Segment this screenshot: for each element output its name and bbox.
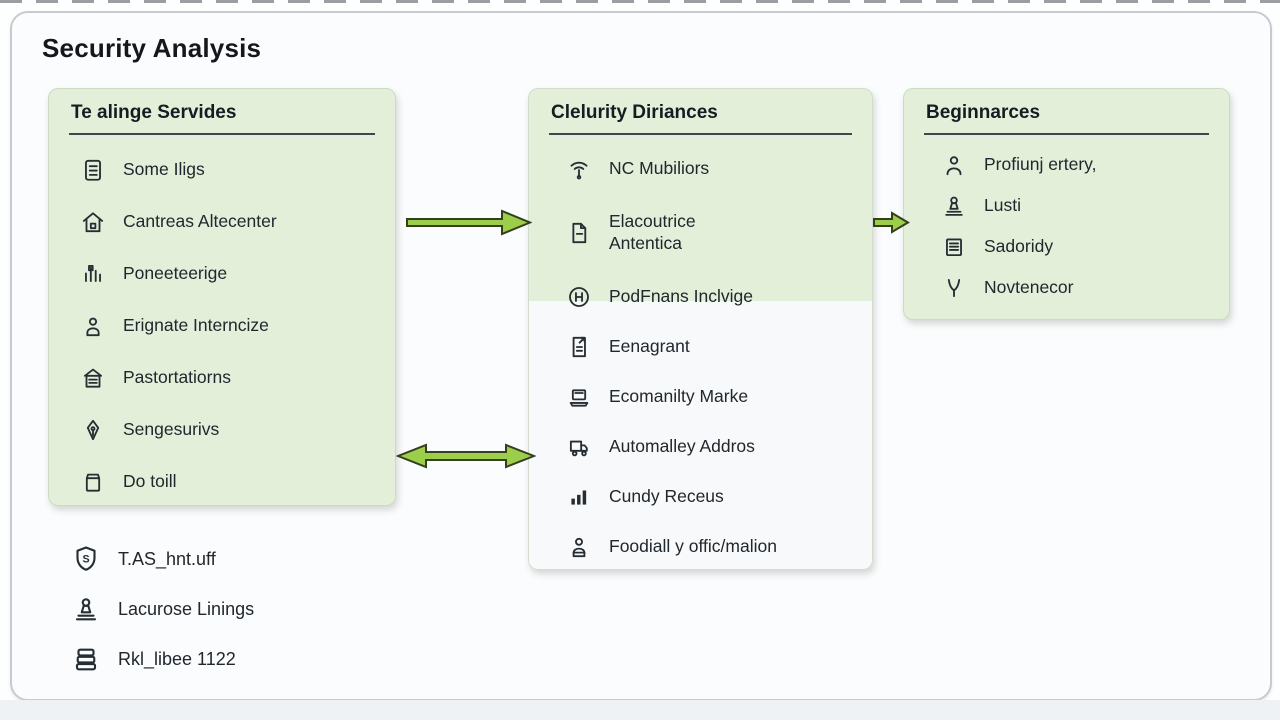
item-label: PodFnans Inclvige (609, 286, 753, 307)
person-lines-icon (565, 534, 592, 561)
list-item: Foodiall y offic/malion (565, 522, 852, 572)
list-item: Cundy Receus (565, 472, 852, 522)
panel-header: Te alinge Servides (69, 89, 375, 135)
item-label: Pastortatiorns (123, 367, 231, 388)
wifi-pin-icon (565, 156, 592, 183)
item-label: Profiunj ertery, (984, 153, 1097, 174)
arrow-left-to-middle (406, 209, 532, 236)
legend-item: S T.AS_hnt.uff (70, 534, 254, 584)
item-label: Elacoutrice Antentica (609, 211, 696, 253)
list-item: Sadoridy (940, 226, 1209, 267)
item-label: Foodiall y offic/malion (609, 536, 777, 557)
item-label: Lusti (984, 194, 1021, 215)
list-item: Profiunj ertery, (940, 144, 1209, 185)
item-label: Some Iligs (123, 159, 205, 180)
panel-header: Beginnarces (924, 89, 1209, 135)
list-item: Sengesurivs (79, 404, 375, 456)
svg-text:S: S (82, 553, 89, 565)
item-label: Novtenecor (984, 276, 1074, 297)
item-label: T.AS_hnt.uff (118, 548, 216, 569)
document-icon (565, 220, 592, 247)
item-label: Cundy Receus (609, 486, 724, 507)
item-label: Do toill (123, 471, 177, 492)
panel-header: Clelurity Diriances (549, 89, 852, 135)
top-dashed-border (0, 0, 1280, 3)
wishbone-icon (940, 274, 967, 301)
item-label: NC Mubiliors (609, 158, 710, 179)
item-label: Cantreas Altecenter (123, 211, 277, 232)
storefront-icon (79, 365, 106, 392)
stamp-icon (70, 593, 102, 625)
item-label: Poneeteerige (123, 263, 228, 284)
bin-icon (79, 469, 106, 496)
list-item: Erignate Interncize (79, 300, 375, 352)
list-item: Novtenecor (940, 267, 1209, 308)
list-item: Poneeteerige (79, 248, 375, 300)
list-item: Ecomanilty Marke (565, 372, 852, 422)
clipboard-list-icon (79, 157, 106, 184)
list-item: Pastortatiorns (79, 352, 375, 404)
pen-nib-icon (79, 417, 106, 444)
arrow-middle-to-right (873, 210, 910, 235)
list-item: NC Mubiliors (565, 144, 852, 194)
laptop-icon (565, 384, 592, 411)
item-label: Sadoridy (984, 235, 1054, 256)
list-item: Eenagrant (565, 322, 852, 372)
page-title: Security Analysis (42, 33, 262, 63)
list-item: Do toill (79, 456, 375, 508)
chart-pins-icon (79, 261, 106, 288)
person-icon (940, 151, 967, 178)
list-item: Lusti (940, 185, 1209, 226)
list-item: PodFnans Inclvige (565, 272, 852, 322)
item-label: Sengesurivs (123, 419, 220, 440)
bottom-strip (0, 700, 1280, 720)
list-item: Automalley Addros (565, 422, 852, 472)
arrow-left-middle-bidirectional (396, 441, 536, 471)
list-item: Cantreas Altecenter (79, 196, 375, 248)
stamp-icon (940, 192, 967, 219)
drawers-icon (70, 643, 102, 675)
item-label: Lacurose Linings (118, 598, 255, 619)
list-item: Some Iligs (79, 144, 375, 196)
legend-item: Lacurose Linings (70, 584, 254, 634)
list-item: Elacoutrice Antentica (565, 194, 852, 272)
circle-h-icon (565, 284, 592, 311)
item-label: Automalley Addros (609, 436, 755, 457)
item-label: Ecomanilty Marke (609, 386, 749, 407)
item-label: Eenagrant (609, 336, 690, 357)
lined-doc-icon (940, 233, 967, 260)
truck-icon (565, 434, 592, 461)
legend-item: Rkl_libee 1122 (70, 634, 254, 684)
item-label: Erignate Interncize (123, 315, 269, 336)
doc-export-icon (565, 334, 592, 361)
home-icon (79, 209, 106, 236)
bars-icon (565, 484, 592, 511)
user-badge-icon (79, 313, 106, 340)
item-label: Rkl_libee 1122 (118, 648, 236, 669)
shield-s-icon: S (70, 543, 102, 575)
